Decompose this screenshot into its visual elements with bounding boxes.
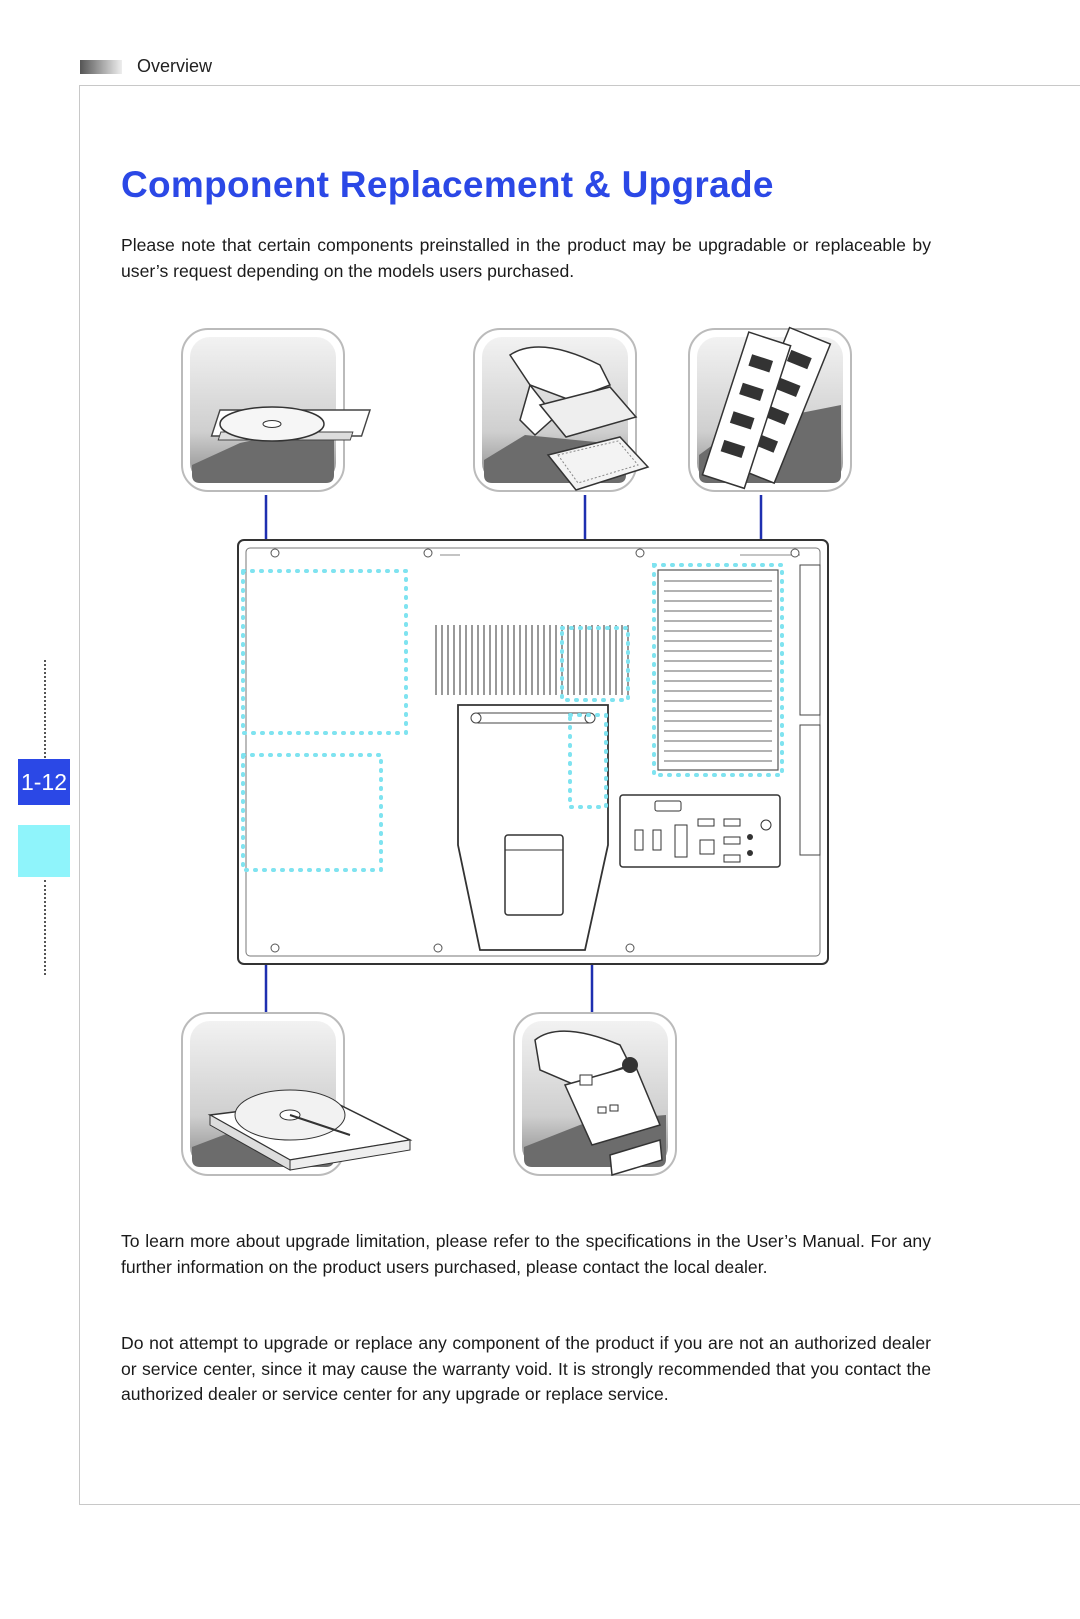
page-title: Component Replacement & Upgrade — [121, 164, 774, 205]
side-dotted-line-bottom — [44, 880, 46, 975]
header-rule — [80, 85, 1080, 86]
upgrade-limitation-paragraph: To learn more about upgrade limitation, … — [121, 1231, 931, 1277]
device-rear-view — [237, 539, 829, 965]
wireless-card-icon — [513, 1012, 677, 1176]
warranty-warning-paragraph: Do not attempt to upgrade or replace any… — [121, 1333, 931, 1404]
page-number-tab: 1-12 — [18, 759, 70, 805]
section-header: Overview — [137, 56, 213, 76]
header-bar-graphic — [80, 60, 122, 74]
memory-icon — [688, 326, 852, 492]
intro-paragraph: Please note that certain components prei… — [121, 235, 931, 281]
cpu-icon — [473, 328, 650, 492]
component-diagram — [181, 326, 852, 1176]
optical-drive-icon — [181, 328, 371, 492]
hard-drive-icon — [181, 1012, 413, 1176]
side-dotted-line-top — [44, 660, 46, 758]
chapter-tab — [18, 825, 70, 877]
footer-rule — [80, 1504, 1080, 1505]
margin-rule — [79, 85, 80, 1505]
